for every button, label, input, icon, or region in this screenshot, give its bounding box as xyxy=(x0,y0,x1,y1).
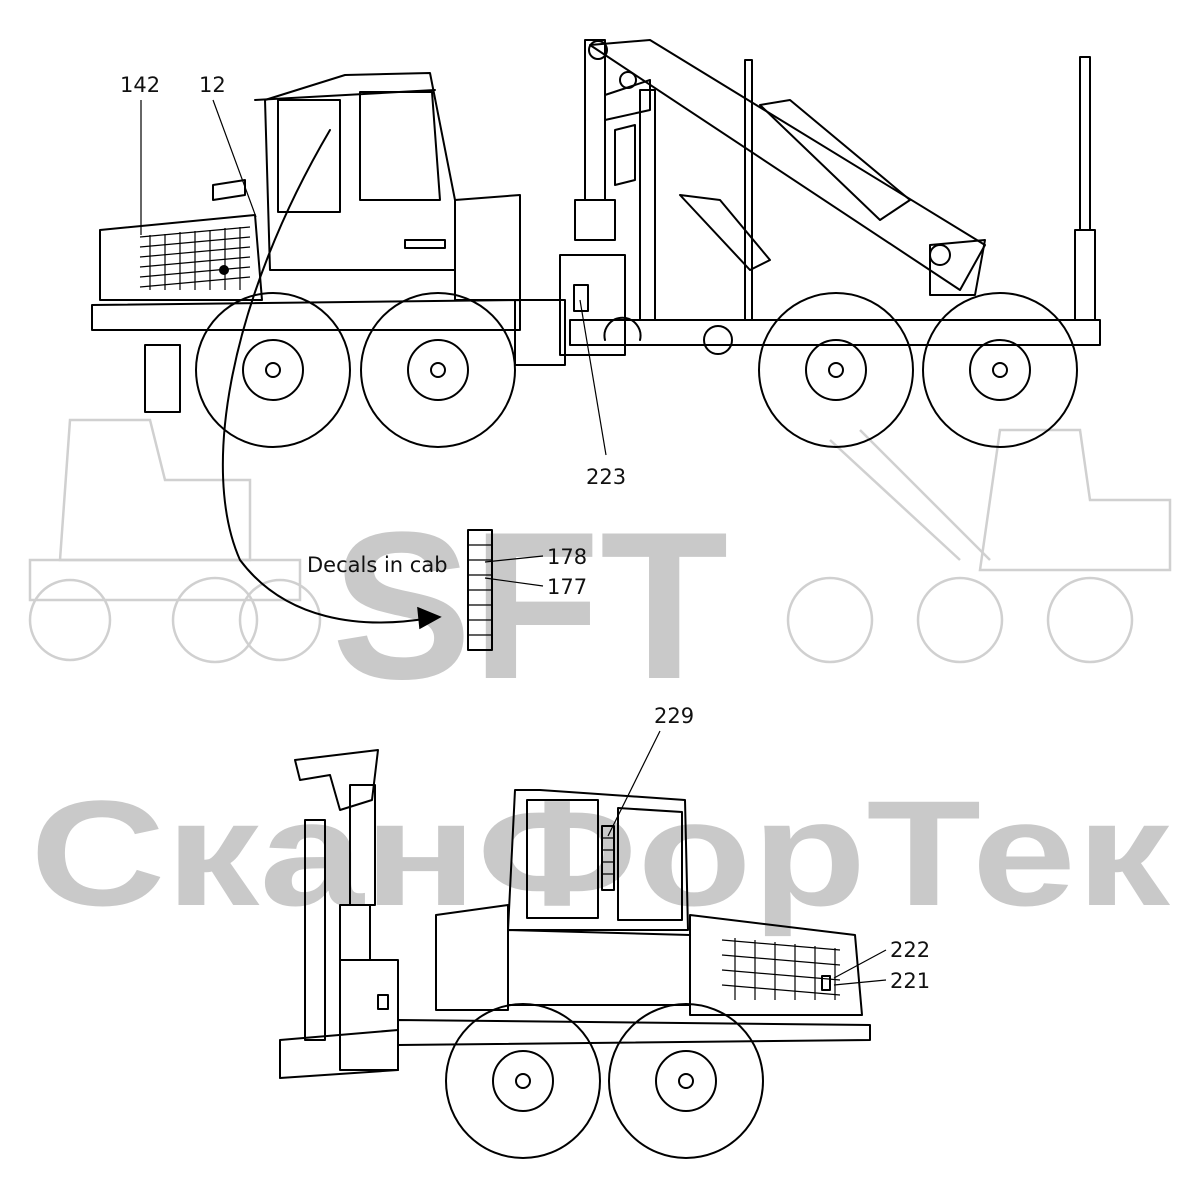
wheel-front-1 xyxy=(195,292,351,448)
callout-142: 142 xyxy=(120,73,160,97)
rear-engine-grille xyxy=(721,938,841,1000)
engine-grille xyxy=(139,226,251,290)
callout-223: 223 xyxy=(586,465,626,489)
forwarder-bottom-view xyxy=(279,749,871,1159)
leader-lines xyxy=(140,99,887,986)
callout-12: 12 xyxy=(199,73,226,97)
watermark-brand: СканФорТек xyxy=(30,769,1171,937)
watermark-tractor-right xyxy=(786,428,1172,664)
wheel-rear-1 xyxy=(758,292,914,448)
watermark-logo: SFT xyxy=(332,488,729,723)
cab-decals-caption: Decals in cab xyxy=(307,553,448,577)
decal-221-222 xyxy=(821,975,831,991)
callout-177: 177 xyxy=(547,575,587,599)
wheel-front-2 xyxy=(360,292,516,448)
wheel-rear-2 xyxy=(922,292,1078,448)
watermark-tractor-left xyxy=(28,418,322,664)
callout-178: 178 xyxy=(547,545,587,569)
cab-decal-panel xyxy=(467,529,493,651)
forwarder-top-view xyxy=(91,39,1101,630)
callout-222: 222 xyxy=(890,938,930,962)
wheel-bottom-1 xyxy=(445,1003,601,1159)
watermark: SFT СканФорТек xyxy=(28,418,1172,937)
wheel-bottom-2 xyxy=(608,1003,764,1159)
decal-229-stack xyxy=(601,825,615,891)
callout-221: 221 xyxy=(890,969,930,993)
callout-229: 229 xyxy=(654,704,694,728)
